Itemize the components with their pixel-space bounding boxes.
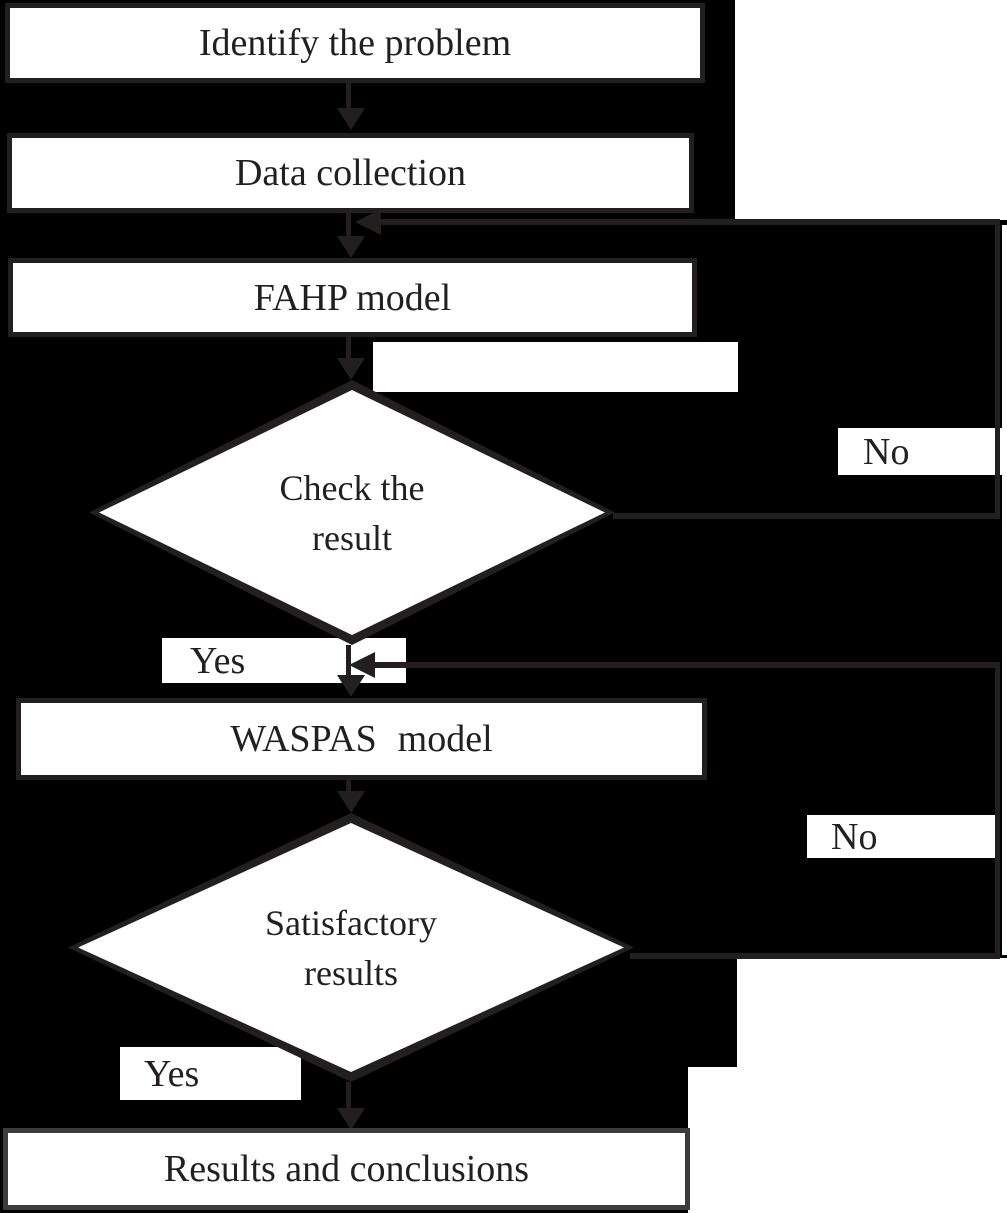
background-patch-below-fahp bbox=[373, 342, 738, 392]
connector-identify-to-data bbox=[346, 83, 351, 113]
background-patch-bottom-right bbox=[737, 958, 1007, 1213]
down-arrowhead-icon bbox=[337, 236, 365, 258]
decision-label-line1: Satisfactory bbox=[265, 902, 437, 943]
node-fahp-model: FAHP model bbox=[8, 258, 697, 337]
edge-label-text: No bbox=[863, 430, 910, 473]
background-patch-right-sliver bbox=[1002, 225, 1007, 955]
connector-check-to-waspas bbox=[346, 645, 351, 680]
left-arrowhead-icon bbox=[355, 209, 381, 235]
decision-check-result: Check the result bbox=[89, 380, 615, 645]
down-arrowhead-icon bbox=[337, 675, 365, 697]
down-arrowhead-icon bbox=[337, 108, 365, 130]
edge-label-text: Yes bbox=[190, 639, 246, 682]
node-label: WASPAS model bbox=[230, 718, 493, 760]
connector-no2-return-vertical bbox=[995, 662, 1000, 958]
decision-label-line2: result bbox=[312, 517, 392, 558]
background-patch-bottom-right-step bbox=[688, 1067, 737, 1213]
down-arrowhead-icon bbox=[337, 358, 365, 380]
background-patch-top-right bbox=[735, 0, 1007, 220]
connector-satisfactory-to-results bbox=[346, 1082, 351, 1114]
node-results-conclusions: Results and conclusions bbox=[3, 1128, 690, 1210]
edge-label-check-no: No bbox=[838, 428, 1007, 475]
connector-no2-return-horizontal bbox=[368, 662, 1000, 668]
connector-fahp-to-check bbox=[346, 337, 351, 365]
node-label: FAHP model bbox=[253, 276, 452, 319]
node-label: Results and conclusions bbox=[163, 1148, 530, 1190]
down-arrowhead-icon bbox=[337, 791, 365, 813]
connector-check-no-horizontal bbox=[613, 513, 1000, 519]
left-arrowhead-icon bbox=[349, 652, 375, 678]
node-label: Data collection bbox=[234, 152, 467, 194]
connector-satisfactory-no-horizontal bbox=[630, 953, 1000, 959]
decision-label-line2: results bbox=[304, 952, 398, 993]
decision-label: Check the result bbox=[89, 380, 615, 645]
connector-data-to-fahp bbox=[346, 213, 351, 245]
node-waspas-model: WASPAS model bbox=[16, 698, 707, 780]
node-identify-problem: Identify the problem bbox=[5, 3, 705, 83]
node-data-collection: Data collection bbox=[7, 133, 694, 213]
decision-satisfactory-results: Satisfactory results bbox=[68, 813, 634, 1082]
edge-label-text: No bbox=[831, 815, 878, 858]
connector-no1-return-vertical bbox=[995, 219, 1000, 519]
edge-label-text: Yes bbox=[144, 1052, 200, 1095]
edge-label-satisfactory-yes: Yes bbox=[120, 1047, 301, 1100]
down-arrowhead-icon bbox=[337, 1108, 365, 1130]
decision-label-line1: Check the bbox=[279, 467, 425, 508]
connector-no1-return-horizontal bbox=[360, 219, 1000, 225]
node-label: Identify the problem bbox=[198, 22, 512, 64]
connector-waspas-to-satisfactory bbox=[346, 780, 351, 796]
edge-label-satisfactory-no: No bbox=[807, 815, 997, 858]
decision-label: Satisfactory results bbox=[68, 813, 634, 1082]
